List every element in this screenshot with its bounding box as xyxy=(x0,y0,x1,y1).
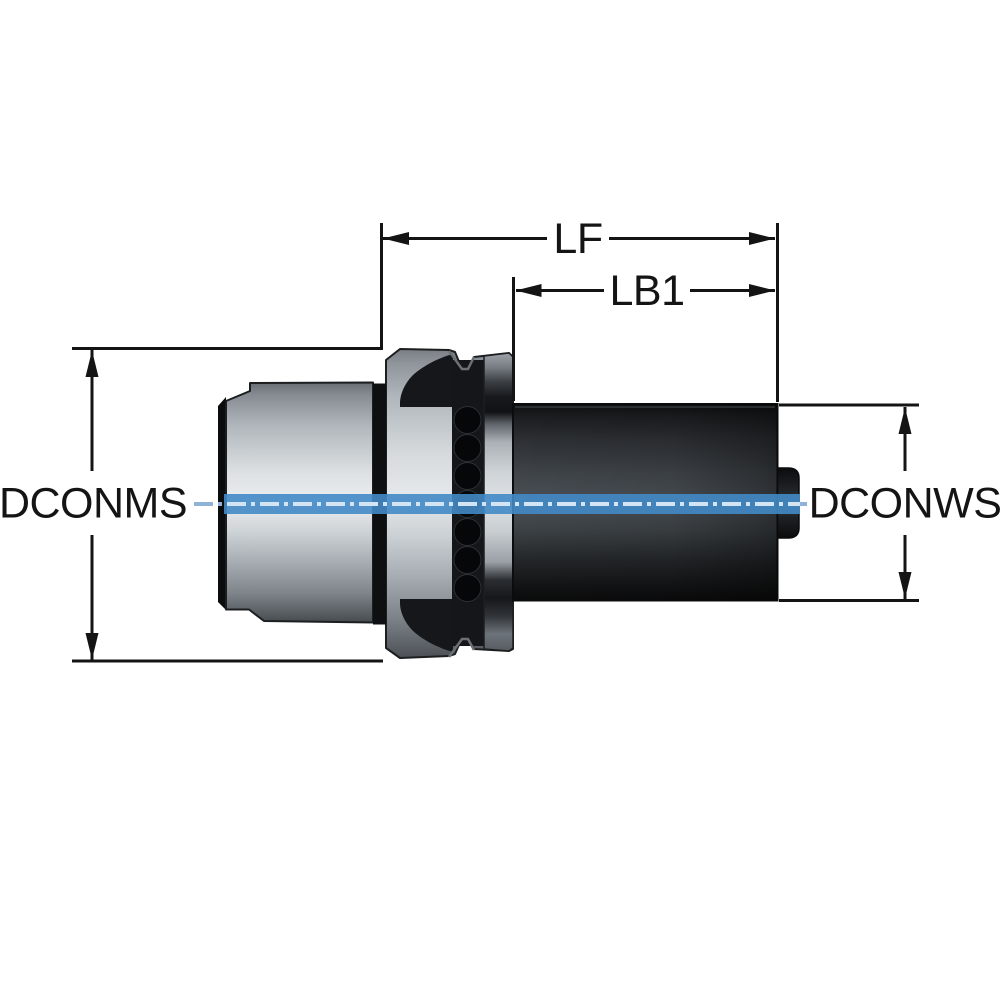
lf-label-bg xyxy=(547,217,609,260)
lf-arrow-right xyxy=(749,232,775,245)
dconws-label: DCONWS xyxy=(809,480,1000,528)
flange-groove-top xyxy=(400,354,453,407)
centerline-band xyxy=(224,494,800,514)
dconms-arrow-up xyxy=(85,350,99,377)
dimension-lf: LF xyxy=(380,215,779,402)
dconws-arrow-down xyxy=(898,572,912,599)
centerline xyxy=(194,494,811,514)
dimension-lb1: LB1 xyxy=(512,267,775,401)
dconms-label: DCONMS xyxy=(0,480,187,528)
dconws-arrow-up xyxy=(898,407,912,434)
dimension-dconws: DCONWS xyxy=(779,403,1000,602)
dimension-dconms: DCONMS xyxy=(0,347,383,663)
flange-groove-bottom xyxy=(400,599,453,652)
lf-arrow-left xyxy=(383,232,409,245)
lb1-arrow-right xyxy=(749,284,775,297)
lb1-label-bg xyxy=(604,269,690,312)
lf-label: LF xyxy=(553,215,602,263)
notch-edges xyxy=(447,350,476,658)
dconws-label-bg xyxy=(808,471,1000,535)
dconms-arrow-down xyxy=(85,633,99,660)
lb1-label: LB1 xyxy=(609,267,684,315)
dconms-label-bg xyxy=(0,471,190,535)
lb1-arrow-left xyxy=(515,284,542,297)
